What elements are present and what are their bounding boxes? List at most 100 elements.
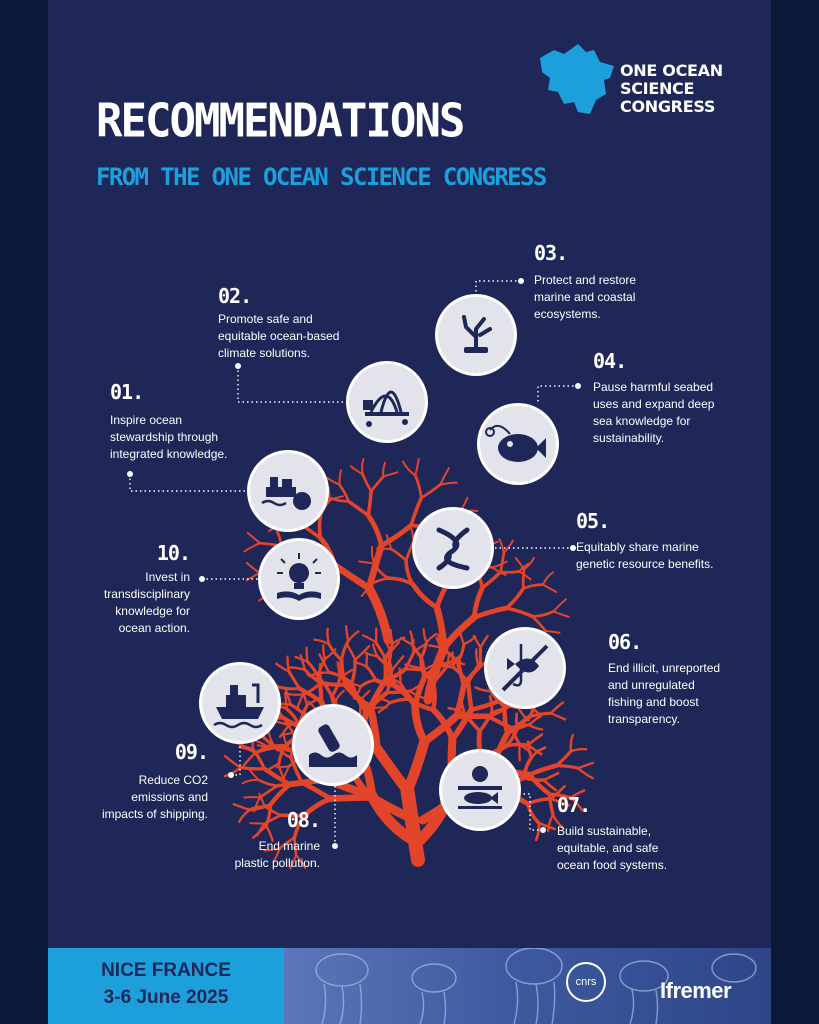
coral-branch (469, 699, 500, 712)
coral-branch (362, 634, 378, 644)
coral-branch (398, 681, 412, 701)
rec-07-line: ocean food systems. (557, 858, 668, 872)
coral-branch (472, 634, 482, 649)
coral-branch (317, 512, 323, 540)
coral-branch (382, 461, 387, 478)
leader-dot (570, 545, 576, 551)
coral-branch (299, 654, 307, 672)
coral-branch (232, 802, 252, 811)
coral-branch (287, 666, 307, 672)
coral-branch (242, 751, 257, 767)
rec-03-line: marine and coastal (534, 290, 636, 304)
coral-branch (526, 802, 541, 825)
coral-branch (490, 705, 510, 715)
rec-01-text: Inspire ocean stewardship through integr… (110, 412, 227, 463)
coral-branch (327, 642, 343, 662)
coral-branch (258, 792, 266, 808)
coral-branch (422, 628, 428, 644)
rec-01-number: 01. (110, 380, 144, 404)
coral-branch (402, 736, 430, 796)
coral-branch (379, 522, 414, 548)
coral-branch (465, 680, 474, 712)
rec-09-line: impacts of shipping. (101, 807, 208, 821)
coral-branch (502, 539, 514, 554)
coral-branch (569, 733, 575, 753)
coral-branch (552, 598, 567, 613)
coral-branch (522, 755, 534, 780)
coral-branch (339, 639, 350, 662)
coral-branch (523, 556, 535, 571)
coral-branch (257, 778, 279, 788)
rec-06-line: End illicit, unreported (608, 661, 721, 675)
coral-branch (293, 836, 298, 858)
coral-branch (365, 512, 384, 548)
rec-04-line: sustainability. (593, 431, 665, 445)
coral-branch (391, 636, 406, 645)
rec-02-line: equitable ocean-based (218, 329, 340, 343)
rec-02-number: 02. (218, 284, 252, 308)
leader-line (520, 793, 543, 831)
coral-branch (264, 824, 274, 842)
coral-branch (286, 655, 290, 673)
coral-branch (273, 744, 293, 760)
rec-04-text: Pause harmful seabed uses and expand dee… (593, 379, 714, 447)
rec-06-line: and unregulated (608, 678, 695, 692)
coral-branch (576, 761, 595, 770)
rec-06-line: fishing and boost (608, 695, 699, 709)
rec-03-line: ecosystems. (534, 307, 601, 321)
coral-branch (389, 641, 401, 653)
coral-branch (306, 695, 323, 707)
dna-icon (412, 507, 494, 589)
coral-branch (471, 605, 509, 620)
leader-line (129, 474, 248, 492)
coral-branch (498, 538, 505, 554)
ocean-map-icon (540, 44, 614, 114)
offshore-wind-icon (346, 361, 428, 443)
coral-branch (282, 765, 291, 780)
coral-branch (504, 606, 534, 619)
coral-branch (504, 742, 530, 748)
footer-location: NICE FRANCE (101, 960, 231, 981)
bottle-waves-icon (292, 704, 374, 786)
coral-branch (554, 749, 573, 768)
coral-branch (249, 822, 266, 825)
coral-branch (451, 651, 456, 670)
coral-branch (344, 624, 350, 643)
lightbulb-book-icon (258, 538, 340, 620)
coral-branch (530, 610, 555, 618)
coral-illustration (127, 278, 595, 870)
coral-branch (554, 763, 580, 770)
coral-branch (576, 767, 594, 780)
rec-10-line: transdisciplinary (103, 587, 190, 601)
coral-branch (544, 629, 561, 634)
fish-plate-icon (439, 749, 521, 831)
coral-branch (289, 756, 304, 785)
rec-04-number: 04. (593, 349, 627, 373)
coral-branch (338, 483, 350, 503)
rec-08-text: End marine plastic pollution. (210, 838, 320, 872)
coral-branch (326, 688, 337, 702)
coral-branch (419, 483, 442, 500)
rec-05-text: Equitably share marine genetic resource … (576, 539, 713, 573)
coral-branch (275, 780, 304, 788)
rec-08-line: End marine (258, 839, 320, 853)
coral-branch (258, 784, 279, 799)
coral-branch (268, 782, 292, 807)
footer: NICE FRANCE 3-6 June 2025 (48, 948, 771, 1024)
coral-branch (253, 745, 279, 755)
anglerfish-icon (477, 403, 559, 485)
coral-branch (382, 471, 399, 478)
coral-branch (364, 583, 393, 645)
coral-branch (313, 638, 331, 646)
coral-branch (398, 667, 402, 685)
rec-07-line: Build sustainable, (557, 824, 652, 838)
coral-icon (435, 294, 517, 376)
coral-branch (264, 802, 273, 828)
rec-08-number: 08. (286, 808, 321, 832)
coral-branch (515, 722, 533, 731)
coral-branch (283, 691, 288, 710)
coral-branch (407, 696, 436, 712)
coral-branch (372, 706, 388, 710)
coral-branch (404, 558, 415, 586)
coral-branch (284, 688, 292, 706)
